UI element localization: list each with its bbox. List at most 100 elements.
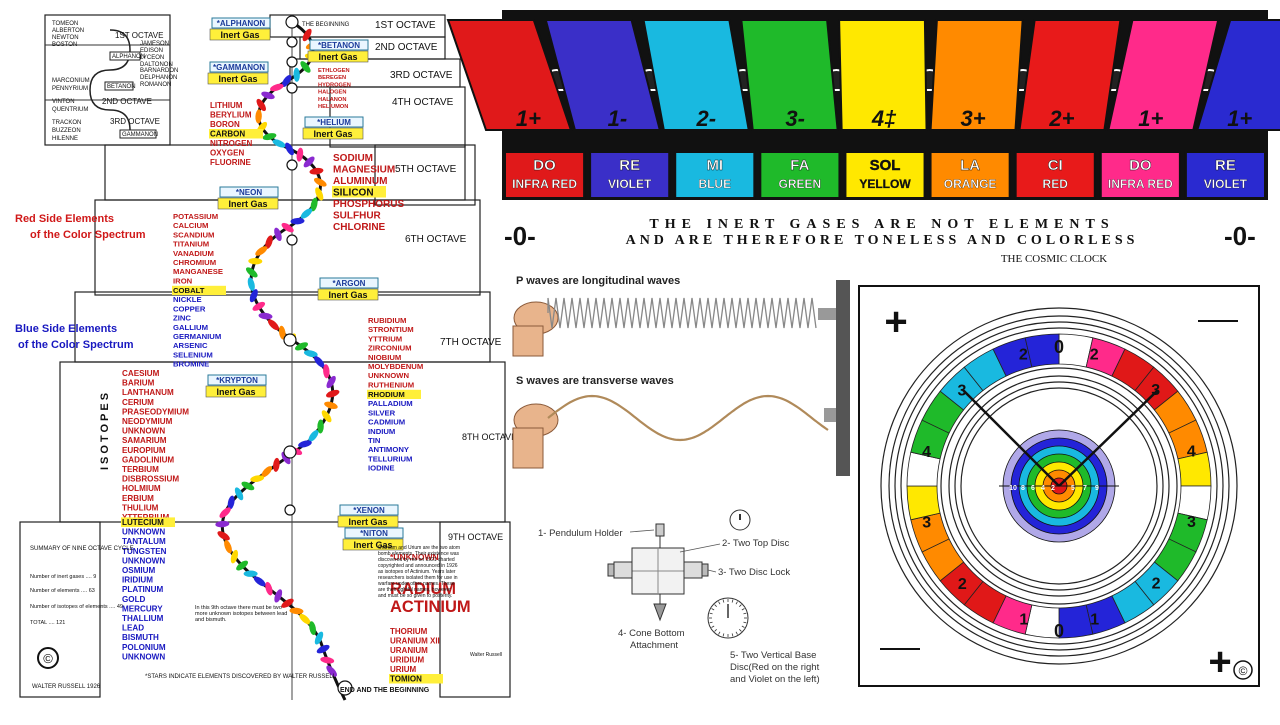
key-number: 1+: [516, 106, 541, 131]
inert-gas-label: Inert Gas: [218, 74, 257, 84]
inert-gas-label: Inert Gas: [328, 290, 367, 300]
element-item: RHODIUM: [368, 390, 405, 399]
element-item: IRIDIUM: [122, 576, 153, 585]
blue-side-title-1: Blue Side Elements: [15, 323, 117, 335]
element-item: CAESIUM: [122, 369, 160, 378]
element-item: URIDIUM: [390, 656, 425, 665]
clock-number: 3: [922, 515, 931, 532]
octave-9-label: 9TH OCTAVE: [448, 532, 503, 542]
inset-item: BARNARDON: [140, 68, 178, 74]
octave-2-inset: 2ND OCTAVE: [102, 97, 152, 106]
element-item: HOLMIUM: [122, 484, 161, 493]
clock-zero-top: 0: [1054, 337, 1064, 357]
spiral-disk: [296, 147, 304, 162]
inset-item: DELPHANON: [140, 75, 177, 81]
key-number: 1+: [1138, 106, 1163, 131]
signature-note: Walter Russell: [470, 652, 502, 658]
spiral-disk: [300, 208, 313, 219]
key-front: [1099, 151, 1181, 199]
element-item: PHOSPHORUS: [333, 199, 404, 210]
inset-item: NEWTON: [52, 35, 79, 41]
element-item: STRONTIUM: [368, 325, 414, 334]
key-face: [1195, 19, 1280, 131]
inset-item: EDISON: [140, 48, 163, 54]
octave-1-inset: 1ST OCTAVE: [115, 31, 163, 40]
element-item: BISMUTH: [122, 633, 159, 642]
part-4-label-b: Attachment: [630, 640, 678, 651]
clock-number: 2: [1090, 347, 1099, 364]
spiral-disk: [256, 98, 266, 112]
inset-box-2: BETANON: [107, 84, 136, 90]
element-item: TOMION: [390, 675, 422, 684]
spiral-disk: [248, 257, 263, 265]
spiral-disk: [302, 28, 312, 42]
inset-item: QUENTRIUM: [52, 107, 88, 113]
spiral-disk: [219, 507, 231, 518]
spiral-disk: [278, 325, 286, 340]
clock-hand-right: [1058, 389, 1159, 487]
key-color-name: VIOLET: [608, 177, 652, 191]
element-item: GALLIUM: [173, 323, 208, 332]
key-front: [844, 151, 926, 199]
element-item: ALUMINUM: [333, 176, 387, 187]
element-item: ZINC: [173, 314, 191, 323]
pendulum-drawing: 1- Pendulum Holder 2- Two Top Disc 3- Tw…: [538, 509, 820, 685]
element-item: TITANIUM: [173, 240, 209, 249]
element-item: BEREGEN: [318, 75, 346, 81]
element-item: SILICON: [333, 188, 374, 199]
spiral-disk: [309, 621, 316, 636]
part-2-label: 2- Two Top Disc: [722, 538, 789, 549]
key-front: [929, 151, 1011, 199]
inert-gas-label: Inert Gas: [353, 540, 392, 550]
red-side-title-2: of the Color Spectrum: [30, 229, 146, 241]
octave-3-label: 3RD OCTAVE: [390, 70, 453, 81]
key-front: [504, 151, 586, 199]
clock-number: 4: [922, 444, 931, 461]
spiral-disk: [224, 540, 232, 554]
inset-top-left-list: TOMEON ALBERTON NEWTON BOSTON JAMESON ED…: [52, 21, 178, 142]
element-item: *UNKNOWN: [390, 552, 439, 562]
element-item: COBALT: [173, 286, 205, 295]
inset-item: VINTON: [52, 99, 75, 105]
key-color-name: VIOLET: [1204, 177, 1248, 191]
key-face: [1107, 19, 1220, 131]
p-wave-label: P waves are longitudinal waves: [516, 275, 680, 287]
element-item: COPPER: [173, 304, 206, 313]
spiral-disk: [326, 665, 337, 677]
element-item: BERYLIUM: [210, 111, 252, 120]
clock-number: 1: [1090, 611, 1099, 628]
clock-zero-bottom: 0: [1054, 621, 1064, 641]
inset-item: MARCONIUM: [52, 78, 90, 84]
element-item: CADMIUM: [368, 418, 405, 427]
element-item: MERCURY: [122, 604, 163, 613]
element-item: PRASEODYMIUM: [122, 407, 189, 416]
element-item: MANGANESE: [173, 267, 223, 276]
element-item: CARBON: [210, 130, 245, 139]
element-item: ARSENIC: [173, 341, 208, 350]
statement-line-1: THE INERT GASES ARE NOT ELEMENTS: [649, 217, 1114, 232]
element-item: NIOBIUM: [368, 353, 401, 362]
spiral-disk: [265, 581, 273, 596]
spiral-disk: [326, 389, 340, 398]
note-uranium: Uranium and Urium are the two atom bomb …: [378, 545, 460, 599]
key-face: [740, 19, 839, 131]
the-beginning: THE BEGINNING: [302, 22, 350, 28]
inset-item: LYCEON: [140, 55, 164, 61]
element-item: UNKNOWN: [368, 371, 409, 380]
gas-name: *HELIUM: [317, 118, 351, 127]
clock-rings: [880, 307, 1238, 665]
inset-item: JAMESON: [140, 41, 169, 47]
clock-copyright: ©: [1239, 664, 1248, 678]
element-item: TIN: [368, 436, 381, 445]
spiral-disk: [314, 631, 324, 645]
element-item: THORIUM: [390, 627, 428, 636]
periodic-octave-chart: ALPHANON BETANON GAMMANON TOMEON ALBERTO…: [0, 0, 517, 720]
s-wave-label: S waves are transverse waves: [516, 375, 674, 387]
center-number: 8: [1021, 485, 1025, 492]
spiral-disk: [323, 364, 330, 379]
element-item: MAGNESIUM: [333, 165, 395, 176]
element-item: UNKNOWN: [122, 528, 165, 537]
part-3-label: 3- Two Disc Lock: [718, 567, 790, 578]
